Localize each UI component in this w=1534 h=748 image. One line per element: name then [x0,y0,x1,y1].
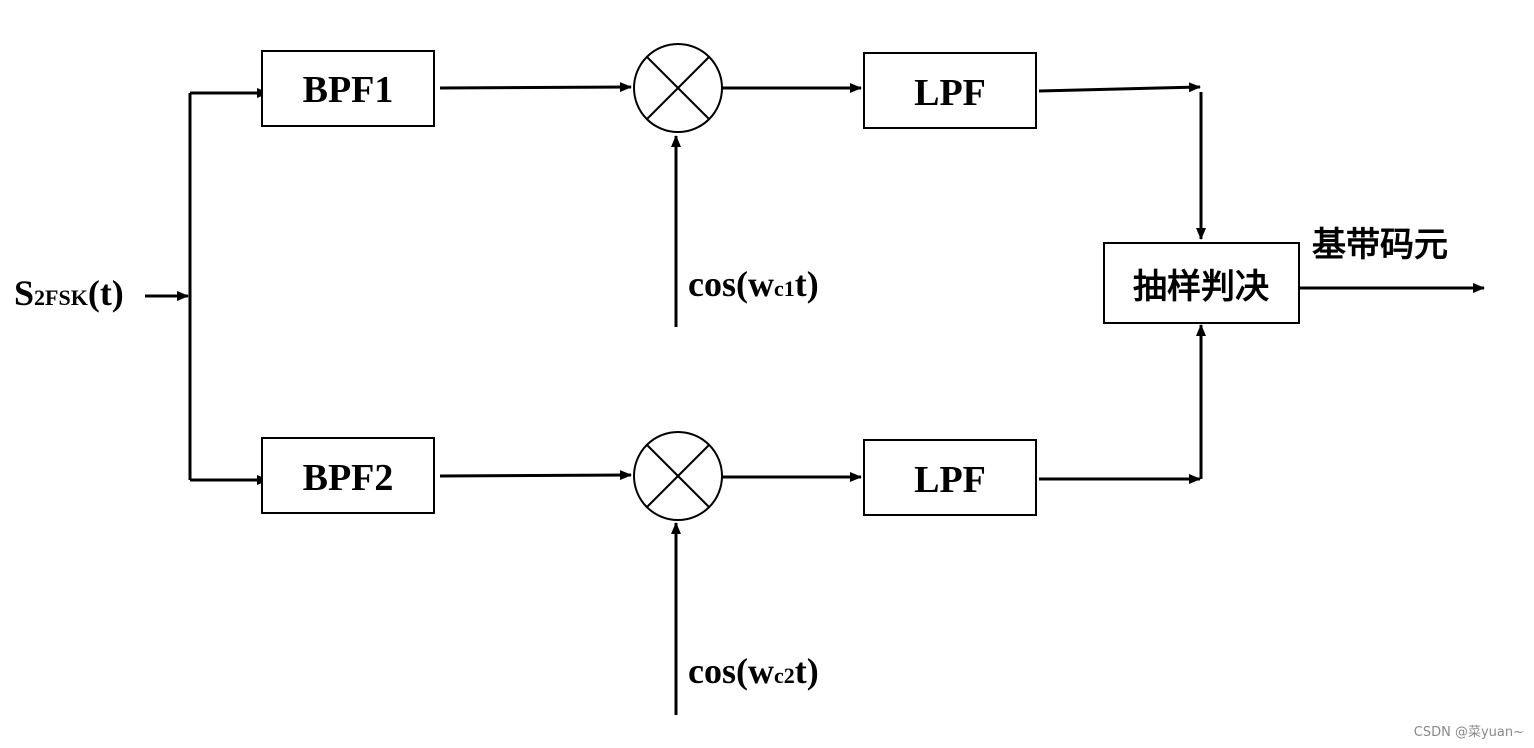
carrier2-label: cos(wc2t) [688,651,819,691]
lpf2-block [863,439,1037,516]
sampling-decision-block [1103,242,1300,324]
bpf2-label: BPF2 [303,457,394,499]
lpf1-output-line [1038,82,1201,93]
lpf1-block [863,52,1037,129]
lpf1-label: LPF [914,72,986,114]
output-label: 基带码元 [1312,225,1448,265]
bpf1-label: BPF1 [303,69,394,111]
bpf2-to-mixer2-arrow [439,470,632,481]
carrier1-label: cos(wc1t) [688,264,819,304]
lpf2-label: LPF [914,459,986,501]
bpf1-block [261,50,435,127]
multiplier1 [633,43,723,133]
bpf1-to-mixer1-arrow [439,82,632,93]
bpf2-block [261,437,435,514]
sampling-decision-label: 抽样判决 [1133,267,1269,307]
multiplier2 [633,431,723,521]
input-signal-label: S2FSK(t) [14,273,124,313]
watermark: CSDN @菜yuan~ [1413,725,1524,740]
